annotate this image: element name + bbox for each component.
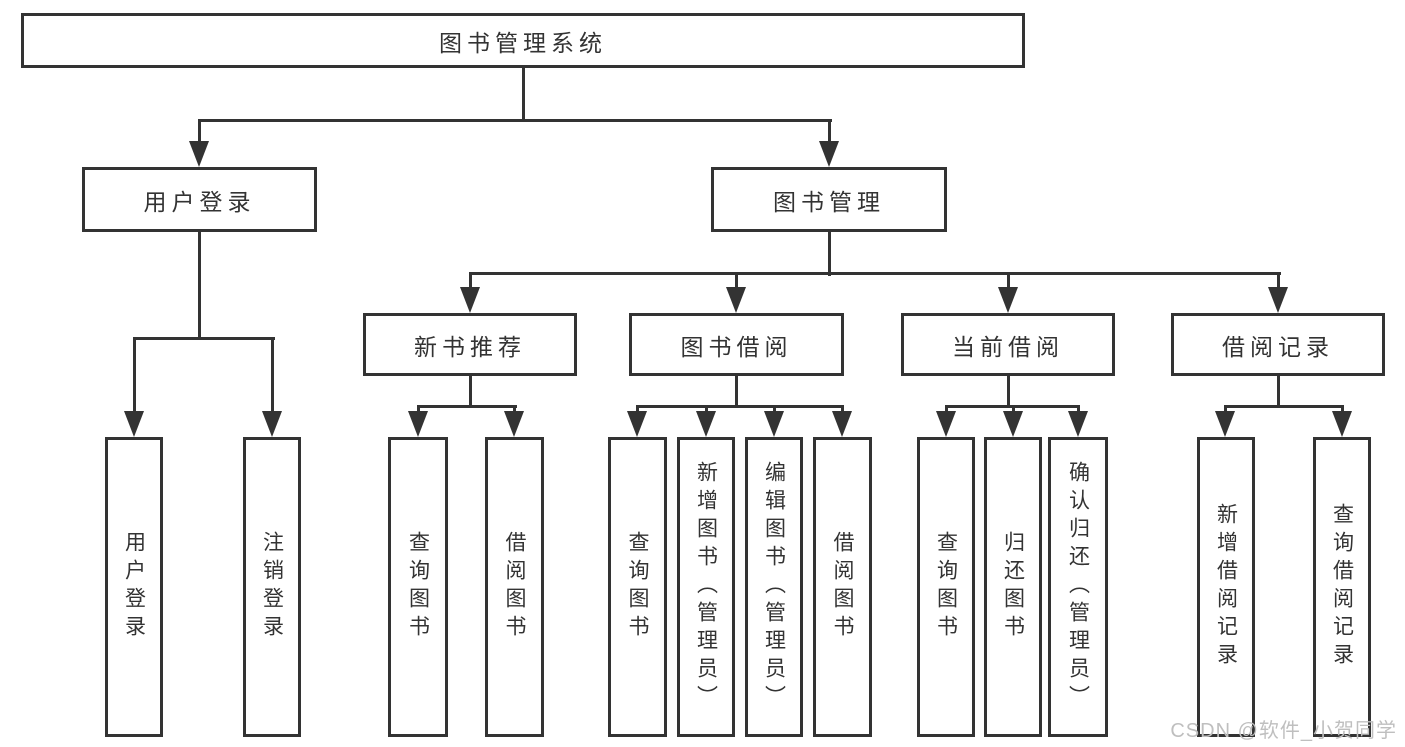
arrow-down-icon xyxy=(189,141,209,167)
node-current-borrow: 当前借阅 xyxy=(901,313,1115,376)
arrow-down-icon xyxy=(408,411,428,437)
arrow-down-icon xyxy=(1003,411,1023,437)
connector-line xyxy=(522,68,525,121)
node-new-book-recommend: 新书推荐 xyxy=(363,313,577,376)
arrow-down-icon xyxy=(1268,287,1288,313)
arrow-down-icon xyxy=(1215,411,1235,437)
connector-line xyxy=(469,272,1281,275)
connector-line xyxy=(469,376,472,408)
node-query-books: 查询图书 xyxy=(917,437,975,737)
watermark: CSDN @软件_小贺同学 xyxy=(1170,720,1397,742)
node-add-book-admin: 新增图书（管理员） xyxy=(677,437,735,737)
connector-line xyxy=(198,119,201,149)
connector-line xyxy=(636,405,844,408)
node-borrow-book: 借阅图书 xyxy=(813,437,872,737)
connector-line xyxy=(1277,376,1280,408)
node-book-borrow: 图书借阅 xyxy=(629,313,844,376)
node-query-borrow-record: 查询借阅记录 xyxy=(1313,437,1371,737)
arrow-down-icon xyxy=(627,411,647,437)
connector-line xyxy=(1277,272,1280,294)
node-user-login: 用户登录 xyxy=(82,167,317,232)
arrow-down-icon xyxy=(460,287,480,313)
node-logout: 注销登录 xyxy=(243,437,301,737)
connector-line xyxy=(198,232,201,339)
arrow-down-icon xyxy=(832,411,852,437)
arrow-down-icon xyxy=(1068,411,1088,437)
arrow-down-icon xyxy=(819,141,839,167)
node-borrow-records: 借阅记录 xyxy=(1171,313,1385,376)
node-return-book: 归还图书 xyxy=(984,437,1042,737)
connector-line xyxy=(828,232,831,276)
connector-line xyxy=(735,272,738,294)
connector-line xyxy=(198,119,832,122)
connector-line xyxy=(735,376,738,408)
arrow-down-icon xyxy=(1332,411,1352,437)
connector-line xyxy=(469,272,472,294)
connector-line xyxy=(417,405,517,408)
arrow-down-icon xyxy=(998,287,1018,313)
node-library-system: 图书管理系统 xyxy=(21,13,1025,68)
arrow-down-icon xyxy=(262,411,282,437)
connector-line xyxy=(133,337,136,415)
connector-line xyxy=(271,337,274,415)
node-borrow-book: 借阅图书 xyxy=(485,437,544,737)
node-query-books: 查询图书 xyxy=(608,437,667,737)
arrow-down-icon xyxy=(936,411,956,437)
connector-line xyxy=(1224,405,1344,408)
node-edit-book-admin: 编辑图书（管理员） xyxy=(745,437,803,737)
node-user-login-leaf: 用户登录 xyxy=(105,437,163,737)
arrow-down-icon xyxy=(764,411,784,437)
connector-line xyxy=(828,119,831,149)
connector-line xyxy=(1007,272,1010,294)
connector-line xyxy=(1007,376,1010,408)
arrow-down-icon xyxy=(696,411,716,437)
node-query-books: 查询图书 xyxy=(388,437,448,737)
connector-line xyxy=(133,337,275,340)
arrow-down-icon xyxy=(124,411,144,437)
node-add-borrow-record: 新增借阅记录 xyxy=(1197,437,1255,737)
arrow-down-icon xyxy=(726,287,746,313)
node-confirm-return-admin: 确认归还（管理员） xyxy=(1048,437,1108,737)
node-book-management: 图书管理 xyxy=(711,167,947,232)
arrow-down-icon xyxy=(504,411,524,437)
